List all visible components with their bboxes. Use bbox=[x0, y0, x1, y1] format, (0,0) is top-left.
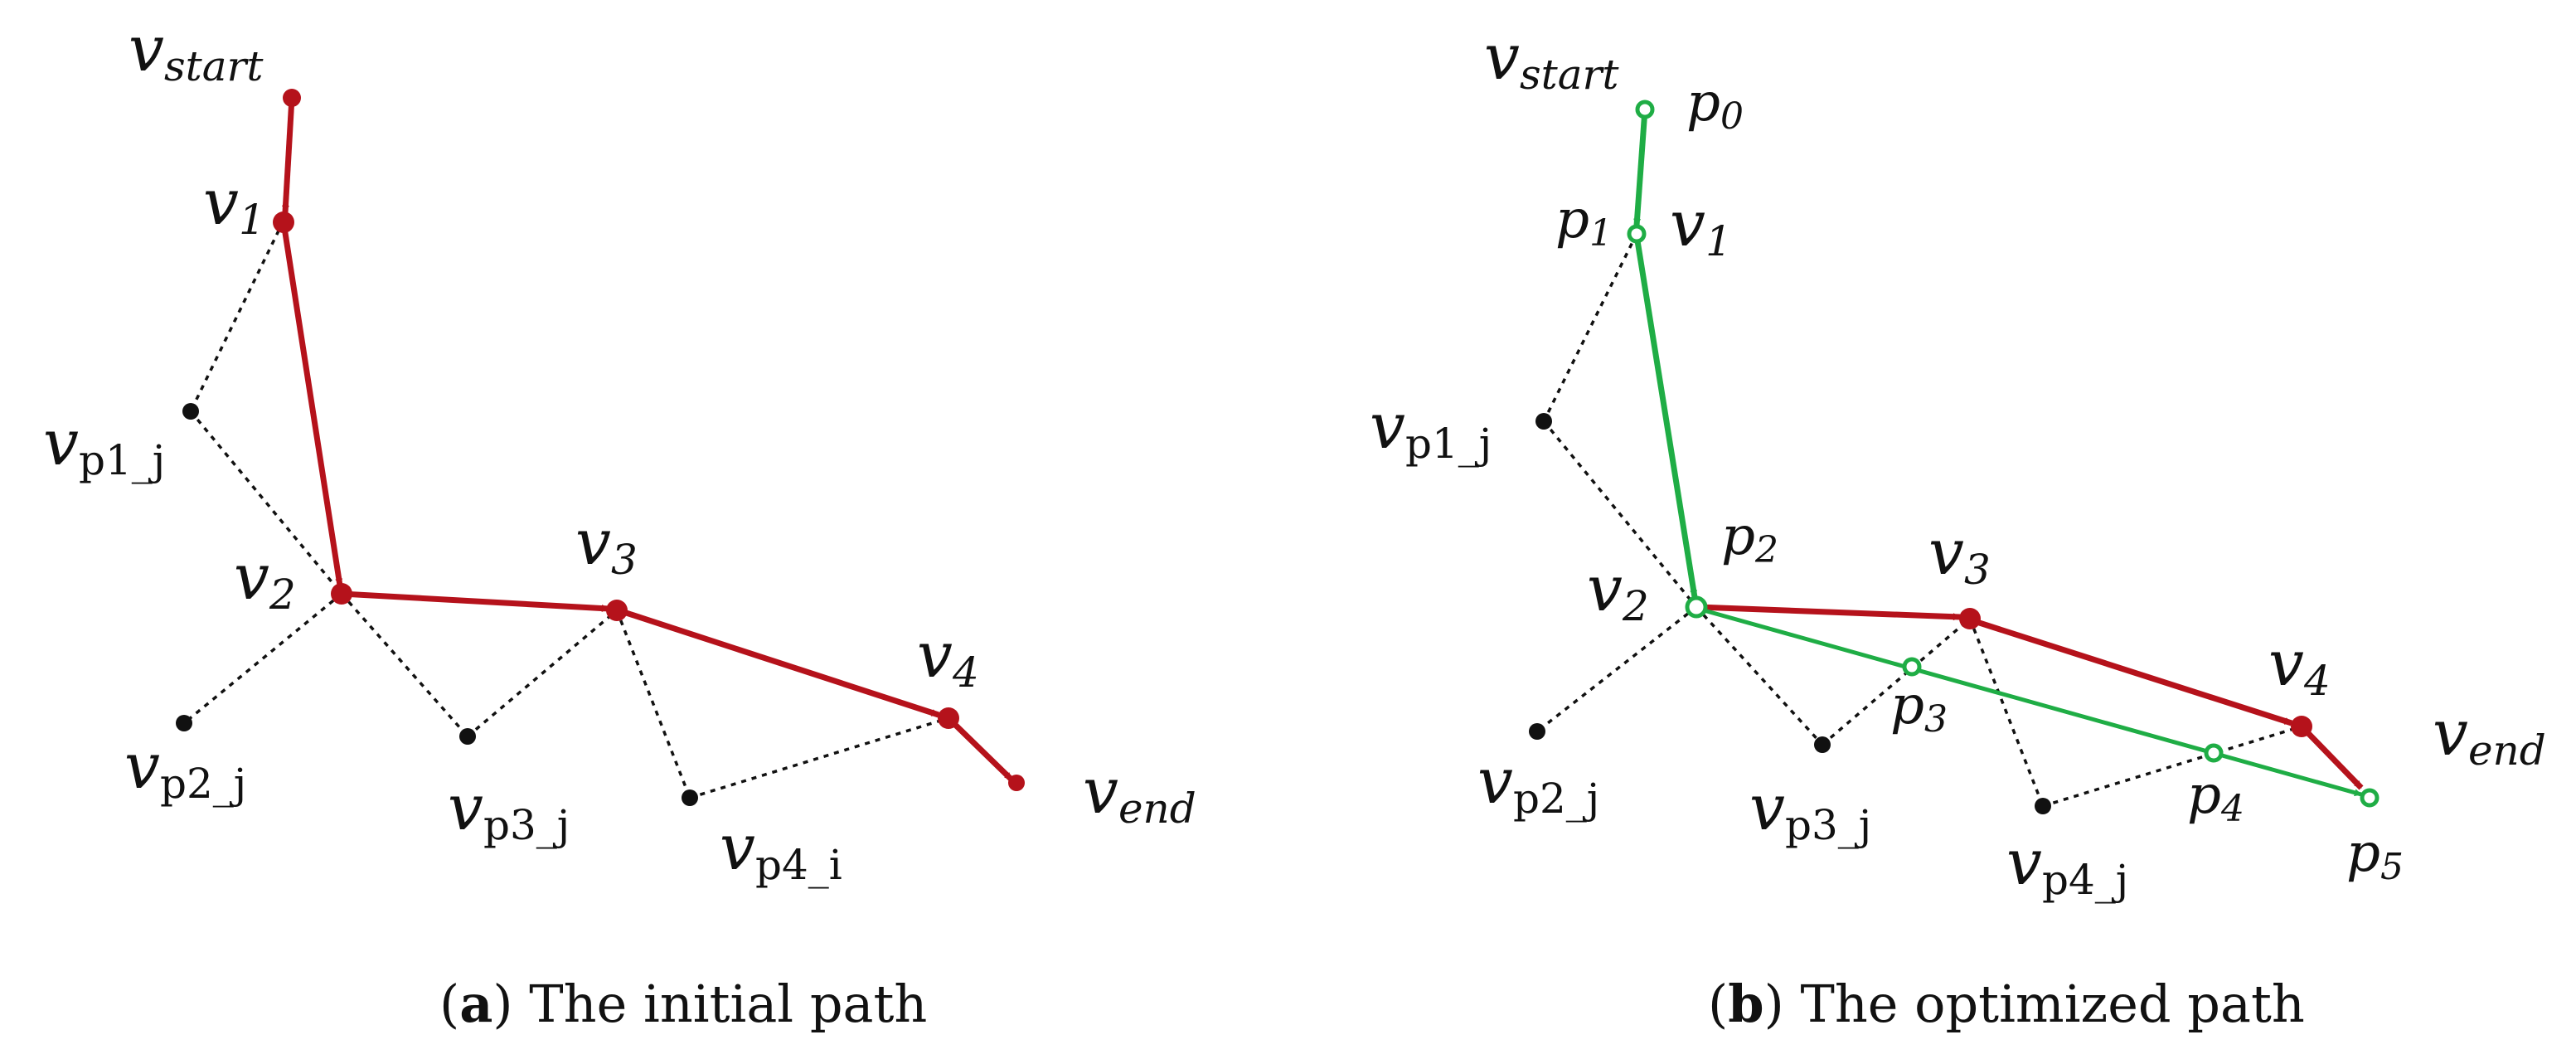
panel-b-dotted-links bbox=[1535, 233, 2302, 808]
label-v4: v4 bbox=[917, 618, 979, 697]
edge-vstart-v1 bbox=[281, 97, 295, 213]
node-v3 bbox=[606, 600, 628, 621]
panel-b-initial-path-edges bbox=[1697, 604, 2364, 790]
edge-v2-v3 bbox=[1697, 604, 1961, 621]
label-vp4j: vp4_j bbox=[2006, 825, 2128, 904]
node-vp1j bbox=[1535, 413, 1552, 430]
panel-b-path-nodes bbox=[1959, 608, 2312, 737]
label-v3: v3 bbox=[575, 505, 638, 584]
label-p5: p5 bbox=[2346, 823, 2404, 888]
edge-v3-v4 bbox=[617, 607, 940, 718]
node-vp4j bbox=[2035, 798, 2051, 814]
label-v1: v1 bbox=[203, 165, 265, 244]
edge-v4-vend bbox=[948, 717, 1014, 782]
node-vp2j bbox=[1529, 723, 1545, 740]
dotted-link-v2-vp3j bbox=[1695, 605, 1824, 746]
edge-p1-p2 bbox=[1633, 235, 1698, 598]
panel-a-aux-nodes bbox=[176, 403, 698, 806]
label-vp2j: vp2_j bbox=[1477, 744, 1599, 823]
label-vp1j: vp1_j bbox=[1370, 389, 1492, 468]
label-vp3j: vp3_j bbox=[448, 770, 570, 849]
dotted-link-vp4i-v4 bbox=[689, 717, 949, 799]
dotted-link-v2-vp2j bbox=[182, 592, 343, 725]
dotted-link-vp3j-v3 bbox=[466, 609, 619, 738]
panel-a-initial-path-edges bbox=[280, 97, 1014, 782]
node-vp1j bbox=[182, 403, 199, 420]
dotted-link-v2-vp2j bbox=[1535, 605, 1698, 733]
panel-b-optimized-points bbox=[1627, 100, 2380, 808]
dotted-link-v3-vp4j bbox=[1968, 618, 2045, 807]
node-vp3j bbox=[1814, 736, 1831, 753]
dotted-link-vp3j-v3 bbox=[1821, 617, 1972, 746]
panel-a-path-nodes bbox=[273, 89, 1025, 791]
label-v-end: vend bbox=[2433, 696, 2546, 775]
edge-p2-p5 bbox=[1697, 606, 2362, 797]
panel-a-dotted-links bbox=[182, 220, 949, 799]
label-p2: p2 bbox=[1721, 506, 1778, 571]
dotted-link-vp4j-v4 bbox=[2042, 725, 2302, 808]
label-vp2j: vp2_j bbox=[124, 729, 246, 808]
label-v-start: vstart bbox=[129, 12, 264, 90]
dotted-link-v2-vp3j bbox=[340, 592, 469, 738]
label-v4: v4 bbox=[2268, 626, 2331, 705]
point-p4 bbox=[2204, 743, 2224, 763]
label-p4: p4 bbox=[2187, 765, 2244, 830]
caption-b: (b) The optimized path bbox=[1708, 974, 2305, 1034]
label-vp3j: vp3_j bbox=[1749, 770, 1871, 849]
dotted-link-v3-vp4i bbox=[615, 610, 691, 799]
caption-a: (a) The initial path bbox=[439, 974, 927, 1034]
panel-a-labels: vstart v1 v2 v3 v4 vend vp1_j vp2_j bbox=[43, 12, 1196, 889]
node-vp4i bbox=[682, 789, 698, 806]
node-vp3j bbox=[459, 728, 476, 745]
dotted-link-vp1j-v2 bbox=[1542, 420, 1698, 609]
label-vp1j: vp1_j bbox=[43, 406, 165, 484]
label-vp4i: vp4_i bbox=[720, 810, 842, 889]
label-p1: p1 bbox=[1555, 189, 1613, 255]
edge-v2-v3 bbox=[341, 590, 609, 613]
node-v3 bbox=[1959, 608, 1981, 629]
label-v1: v1 bbox=[1670, 187, 1732, 265]
node-v4 bbox=[2291, 716, 2312, 737]
label-p0: p0 bbox=[1686, 72, 1744, 138]
label-p3: p3 bbox=[1890, 675, 1948, 741]
label-v2: v2 bbox=[1587, 551, 1649, 630]
label-v2: v2 bbox=[234, 540, 296, 619]
panel-b-aux-nodes bbox=[1529, 413, 2051, 814]
edge-v3-v4 bbox=[1970, 617, 2293, 726]
edge-v4-vend bbox=[2301, 726, 2364, 790]
panel-b-labels: vstart p0 p1 v1 p2 v2 v3 p3 bbox=[1370, 20, 2546, 904]
node-v4 bbox=[938, 707, 959, 729]
panel-a-initial-path: vstart v1 v2 v3 v4 vend vp1_j vp2_j bbox=[43, 12, 1196, 1034]
label-v-end: vend bbox=[1083, 754, 1196, 833]
point-p5 bbox=[2360, 788, 2380, 808]
node-vend bbox=[1008, 775, 1025, 791]
dotted-link-vp1j-v2 bbox=[189, 410, 343, 595]
label-v3: v3 bbox=[1928, 515, 1991, 594]
point-p1 bbox=[1627, 224, 1647, 244]
node-v2 bbox=[331, 583, 352, 605]
edge-v1-v2 bbox=[280, 221, 343, 586]
node-vp2j bbox=[176, 715, 192, 731]
node-v1 bbox=[273, 211, 294, 233]
panel-b-optimized-path-edges bbox=[1633, 109, 2362, 797]
node-vstart bbox=[283, 89, 301, 107]
point-p2 bbox=[1685, 595, 1708, 619]
point-p0 bbox=[1635, 100, 1655, 119]
panel-b-optimized-path: vstart p0 p1 v1 p2 v2 v3 p3 bbox=[1370, 20, 2546, 1034]
label-v-start: vstart bbox=[1484, 20, 1619, 99]
dotted-link-v1-vp1j bbox=[189, 220, 285, 412]
dotted-link-v1-vp1j bbox=[1542, 233, 1638, 422]
edge-p0-p1 bbox=[1633, 109, 1648, 226]
point-p3 bbox=[1902, 657, 1922, 677]
